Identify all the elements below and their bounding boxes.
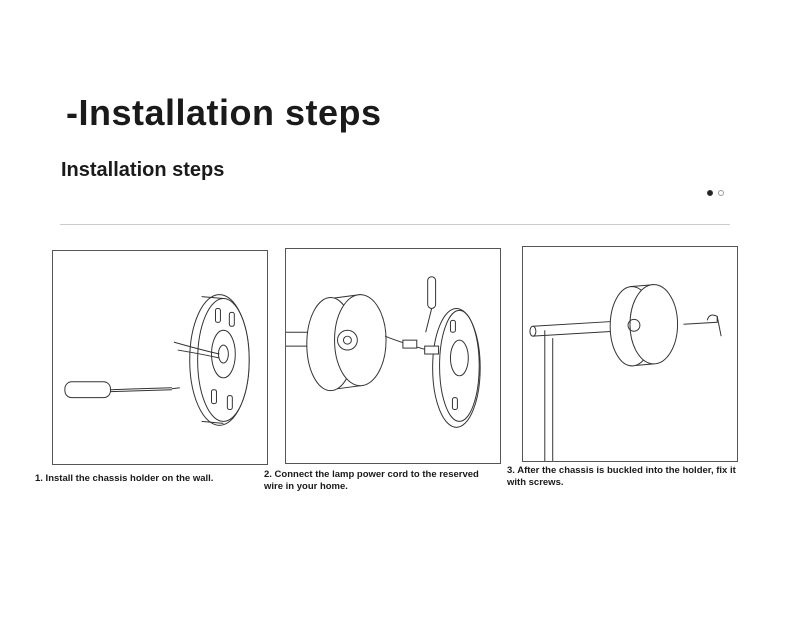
lamp-base-icon: [306, 294, 387, 392]
lamp-base-icon: [609, 284, 679, 367]
step-1-caption: 1. Install the chassis holder on the wal…: [35, 473, 214, 484]
wall-bracket-icon: [173, 294, 250, 426]
section-title: Installation steps: [61, 159, 225, 181]
divider: [60, 224, 730, 225]
page-title: -Installation steps: [66, 92, 382, 133]
carousel-dot-1[interactable]: [707, 190, 713, 196]
screwdriver-icon: [425, 276, 437, 333]
step-2-caption: 2. Connect the lamp power cord to the re…: [264, 469, 479, 492]
step-3-illustration: [522, 246, 738, 462]
step-3-caption: 3. After the chassis is buckled into the…: [507, 465, 736, 488]
hex-key-icon: [683, 314, 722, 337]
step-2-illustration: [285, 248, 501, 464]
screwdriver-icon: [64, 381, 180, 399]
step-1-illustration: [52, 250, 268, 465]
wall-bracket-icon: [432, 307, 481, 428]
carousel-dot-2[interactable]: [718, 190, 724, 196]
carousel-indicator: [707, 190, 724, 196]
wire-connector-icon: [384, 335, 440, 355]
